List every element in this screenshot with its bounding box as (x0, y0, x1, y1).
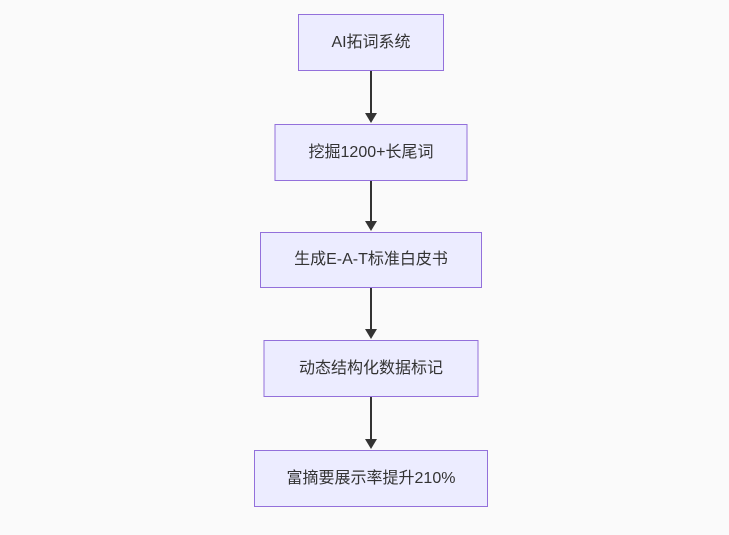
arrowhead-down-icon (365, 439, 377, 449)
flow-node-longtail-mining: 挖掘1200+长尾词 (274, 124, 468, 181)
flow-node-label: 富摘要展示率提升210% (286, 469, 456, 487)
edge-line (370, 181, 372, 221)
flow-node-structured-data: 动态结构化数据标记 (263, 340, 479, 397)
flow-node-label: 动态结构化数据标记 (298, 359, 443, 377)
flow-edge-a-b (365, 71, 377, 123)
flow-node-label: 生成E-A-T标准白皮书 (294, 251, 448, 269)
flow-node-ai-word-system: AI拓词系统 (298, 14, 444, 71)
flow-edge-c-d (365, 288, 377, 339)
edge-line (370, 71, 372, 113)
flow-node-rich-snippet-result: 富摘要展示率提升210% (254, 450, 488, 507)
flow-edge-d-e (365, 397, 377, 449)
arrowhead-down-icon (365, 221, 377, 231)
arrowhead-down-icon (365, 329, 377, 339)
flow-edge-b-c (365, 181, 377, 231)
flow-node-label: 挖掘1200+长尾词 (308, 143, 434, 161)
flow-node-eat-whitepaper: 生成E-A-T标准白皮书 (260, 232, 482, 288)
flow-node-label: AI拓词系统 (331, 33, 411, 51)
edge-line (370, 288, 372, 329)
edge-line (370, 397, 372, 439)
arrowhead-down-icon (365, 113, 377, 123)
